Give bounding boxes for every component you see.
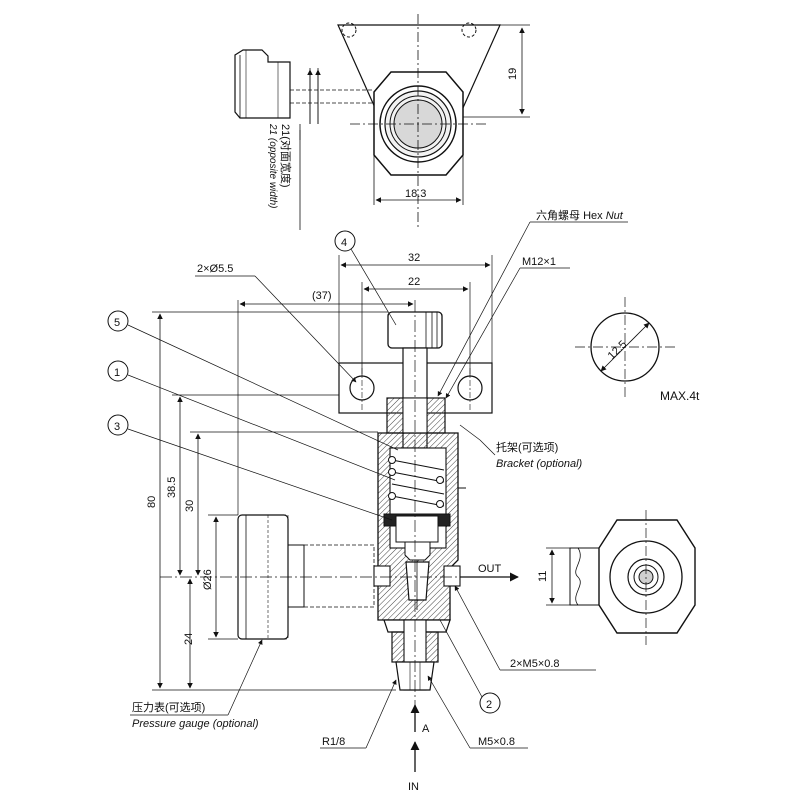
main-section-view: OUT A IN: [160, 300, 519, 793]
dim-opposite-width-en: 21 (opposite width): [267, 123, 278, 209]
dim-11: 11: [537, 571, 549, 582]
balloon-5: 5: [114, 317, 120, 329]
dim-gauge-dia: Ø26: [202, 569, 214, 590]
dim-opposite-width-cn: 21(对面宽度): [279, 124, 293, 188]
side-view: 11: [537, 510, 696, 645]
out-label: OUT: [478, 563, 502, 575]
balloon-4: 4: [341, 237, 347, 249]
bracket-label-cn: 托架(可选项): [496, 440, 558, 454]
dim-top-height: 19: [507, 68, 519, 80]
balloon-1: 1: [114, 367, 120, 379]
dim-38-5: 38.5: [166, 477, 178, 498]
port-m5-label: M5×0.8: [478, 736, 515, 748]
balloon-2: 2: [486, 699, 492, 711]
dim-32: 32: [408, 252, 420, 264]
dim-37: (37): [312, 290, 332, 302]
bracket-label-en: Bracket (optional): [496, 458, 583, 470]
main-dimensions: 32 22 (37) 80 38.5 30 24 Ø26: [146, 252, 493, 691]
max-thickness: MAX.4t: [660, 389, 700, 403]
gauge-label-en: Pressure gauge (optional): [132, 718, 259, 730]
dim-80: 80: [146, 496, 158, 508]
hex-nut-label: 六角螺母 Hex Nut: [536, 209, 624, 222]
top-view: 21(对面宽度) 21 (opposite width) 18.3 19: [234, 14, 530, 230]
gauge-label-cn: 压力表(可选项): [132, 700, 205, 714]
m12-label: M12×1: [522, 256, 556, 268]
port-r18-label: R1/8: [322, 736, 345, 748]
in-label: IN: [408, 781, 419, 793]
mount-hole-detail: 12.5 MAX.4t: [575, 297, 700, 403]
callouts: 2×Ø5.5 六角螺母 Hex Nut M12×1 托架(可选项) Bracke…: [107, 209, 628, 749]
dim-22: 22: [408, 276, 420, 288]
dim-top-width: 18.3: [405, 188, 426, 200]
circle-dia: 12.5: [606, 338, 630, 362]
balloon-3: 3: [114, 421, 120, 433]
hole-label: 2×Ø5.5: [197, 263, 233, 275]
port-m5-2-label: 2×M5×0.8: [510, 658, 560, 670]
dim-30: 30: [184, 500, 196, 512]
dim-24: 24: [183, 633, 195, 645]
arrow-a-label: A: [422, 723, 430, 735]
